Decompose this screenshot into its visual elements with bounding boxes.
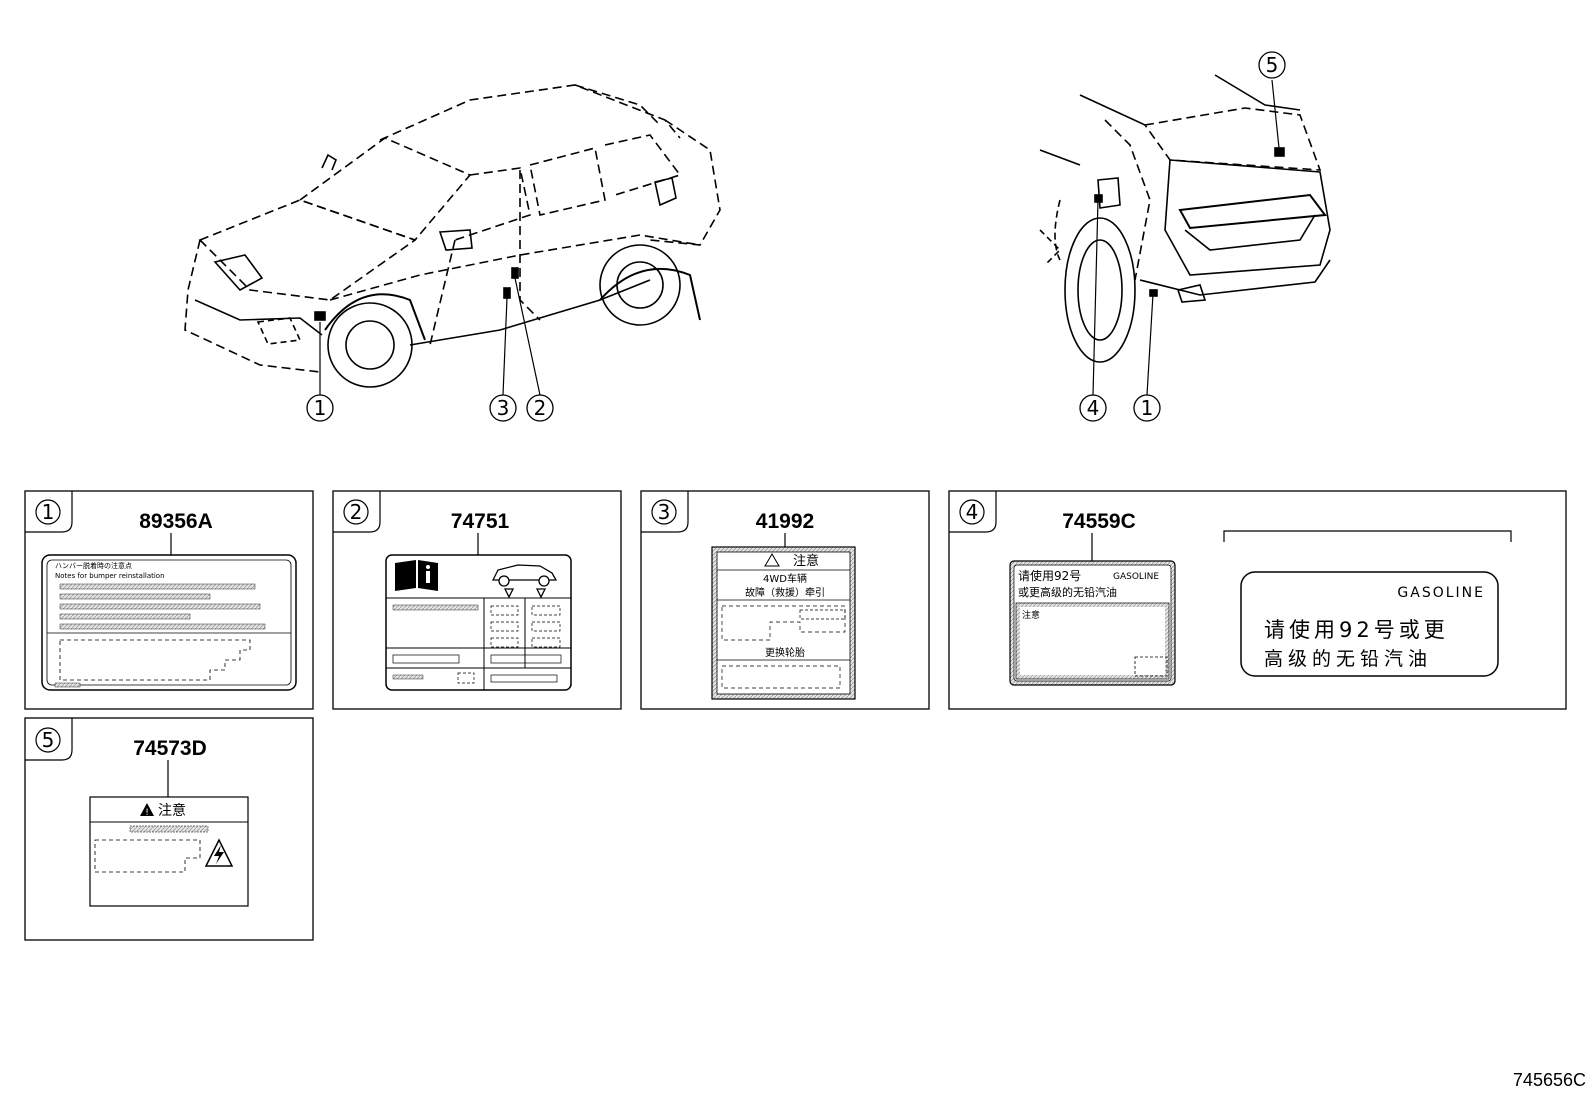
panel-3-index: 3 <box>658 500 671 524</box>
panel-1-bumper-label: 1 89356A ハンバー脱着時の注意点 Notes for bumper re… <box>24 490 314 710</box>
panel-5-high-voltage-label: 5 74573D ! 注意 <box>24 717 314 941</box>
callout-2-front: 2 <box>526 394 554 422</box>
panel-3-line-towing: 故障（救援）牵引 <box>745 586 825 599</box>
high-voltage-icon <box>204 838 234 867</box>
panel-4-fuel-label: 4 74559C 请使用92号 GASOLINE 或更高级的无铅汽油 注意 GA… <box>948 490 1567 710</box>
manual-book-icon <box>395 560 438 591</box>
panel-1-index: 1 <box>42 500 55 524</box>
panel-5-caution-title: 注意 <box>158 802 186 819</box>
panel-5-part-number: 74573D <box>133 737 207 760</box>
panel-1-label-line-1: ハンバー脱着時の注意点 <box>55 561 132 570</box>
svg-text:1: 1 <box>314 396 327 420</box>
svg-text:1: 1 <box>1141 396 1154 420</box>
svg-text:3: 3 <box>497 396 510 420</box>
panel-4-small-gasoline: GASOLINE <box>1113 572 1159 582</box>
panel-5-index: 5 <box>42 728 55 752</box>
panel-3-line-tire: 更换轮胎 <box>765 646 805 659</box>
svg-text:5: 5 <box>1266 53 1279 77</box>
callout-1-front: 1 <box>306 394 334 422</box>
vehicle-silhouette-icon <box>491 564 558 599</box>
panel-4-small-line-2: 或更高级的无铅汽油 <box>1018 585 1117 599</box>
panel-1-label-line-2: Notes for bumper reinstallation <box>55 572 165 580</box>
panel-1-part-number: 89356A <box>139 510 213 533</box>
svg-text:!: ! <box>145 808 149 818</box>
panel-4-detail-title: GASOLINE <box>1397 585 1485 601</box>
svg-text:2: 2 <box>534 396 547 420</box>
panel-3-towing-label: 3 41992 注意 4WD车辆 故障（救援）牵引 更换轮胎 <box>640 490 930 710</box>
figure-code: 745656C <box>1512 1070 1586 1090</box>
callout-4-rear: 4 <box>1079 394 1107 422</box>
callout-5-rear: 5 <box>1258 51 1286 79</box>
panel-3-caution-title: 注意 <box>793 553 819 569</box>
panel-3-part-number: 41992 <box>756 510 814 533</box>
svg-text:4: 4 <box>1087 396 1100 420</box>
callout-3-front: 3 <box>489 394 517 422</box>
panel-4-part-number: 74559C <box>1062 510 1136 533</box>
panel-2-part-number: 74751 <box>451 510 510 533</box>
panel-2-info-label: 2 74751 <box>332 490 622 710</box>
panel-4-small-line-1: 请使用92号 <box>1018 568 1081 583</box>
panel-4-small-caution: 注意 <box>1022 609 1040 621</box>
panel-3-line-4wd: 4WD车辆 <box>763 572 807 585</box>
vehicle-front-view <box>184 84 721 396</box>
panel-4-detail-line-1: 请使用92号或更 <box>1264 618 1449 642</box>
vehicle-rear-view <box>1039 74 1331 396</box>
callout-1-rear: 1 <box>1133 394 1161 422</box>
panel-4-detail-line-2: 高级的无铅汽油 <box>1264 648 1432 670</box>
panel-2-index: 2 <box>350 500 363 524</box>
panel-4-index: 4 <box>966 500 979 524</box>
